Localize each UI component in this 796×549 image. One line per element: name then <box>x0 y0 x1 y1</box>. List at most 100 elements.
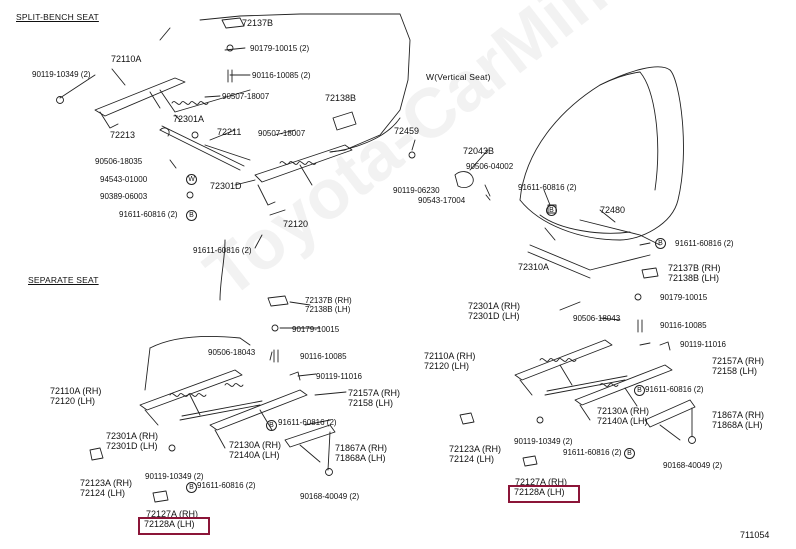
part-label[interactable]: 72138B <box>325 93 357 103</box>
part-label[interactable]: 90506-04002 <box>466 162 514 171</box>
part-label[interactable]: 72138B (LH) <box>668 273 720 283</box>
part-label[interactable]: 90506-18043 <box>573 314 621 323</box>
part-label[interactable]: 72137B <box>242 18 274 28</box>
part-label-group[interactable]: 72157A (RH) 72158 (LH) <box>348 388 400 408</box>
part-label[interactable]: 72211 <box>217 127 242 137</box>
part-label[interactable]: 72137B (RH) <box>668 263 721 273</box>
part-label[interactable]: 91611-60816 (2) <box>278 418 337 427</box>
part-label[interactable]: 90179-10015 (2) <box>250 44 310 53</box>
part-label[interactable]: 90119-10349 (2) <box>145 472 204 481</box>
part-label[interactable]: 90543-17004 <box>418 196 466 205</box>
highlight-box[interactable] <box>138 517 210 535</box>
part-label-group[interactable]: 72123A (RH) 72124 (LH) <box>449 444 501 464</box>
part-label[interactable]: 72158 (LH) <box>712 366 758 376</box>
part-label[interactable]: 90389-06003 <box>100 192 148 201</box>
part-label[interactable]: 72213 <box>110 130 136 140</box>
part-label[interactable]: 72130A (RH) <box>229 440 282 450</box>
part-label[interactable]: 90119-10349 (2) <box>514 437 573 446</box>
part-label[interactable]: 71867A (RH) <box>712 410 765 420</box>
figure-number: 711054 <box>740 530 770 540</box>
part-label[interactable]: 72310A <box>518 262 550 272</box>
part-label[interactable]: 90116-10085 <box>660 321 707 330</box>
b-mark-icon: B <box>655 238 666 249</box>
part-label[interactable]: 72124 (LH) <box>80 488 126 498</box>
part-label[interactable]: 72123A (RH) <box>449 444 502 454</box>
part-label[interactable]: 90116-10085 (2) <box>252 71 311 80</box>
section-title-vertical: W(Vertical Seat) <box>426 72 491 82</box>
part-label-group[interactable]: 72137B (RH) 72138B (LH) <box>305 296 352 314</box>
part-label[interactable]: 72120 (LH) <box>424 361 470 371</box>
part-label[interactable]: 72301A <box>173 114 205 124</box>
part-label[interactable]: 72110A (RH) <box>50 386 102 396</box>
part-label-group[interactable]: 72110A (RH) 72120 (LH) <box>424 351 475 371</box>
part-label[interactable]: 91611-60816 (2) <box>193 246 252 255</box>
part-label[interactable]: 72157A (RH) <box>712 356 765 366</box>
part-label-group[interactable]: 71867A (RH) 71868A (LH) <box>335 443 387 463</box>
part-label[interactable]: 90119-10349 (2) <box>32 70 91 79</box>
part-label[interactable]: 72137B (RH) <box>305 296 352 305</box>
part-label[interactable]: 72120 <box>283 219 309 229</box>
part-label[interactable]: 90119-06230 <box>393 186 440 195</box>
section-title-split-bench: SPLIT-BENCH SEAT <box>16 12 99 22</box>
part-label[interactable]: 72301D (LH) <box>468 311 520 321</box>
part-label[interactable]: 72130A (RH) <box>597 406 650 416</box>
part-label[interactable]: 72124 (LH) <box>449 454 495 464</box>
part-label-group[interactable]: 72137B (RH) 72138B (LH) <box>668 263 721 283</box>
part-label[interactable]: 90507-18007 <box>258 129 306 138</box>
part-label[interactable]: 91611-60816 (2) <box>645 385 704 394</box>
part-label[interactable]: 72138B (LH) <box>305 305 351 314</box>
part-label[interactable]: 90507-18007 <box>222 92 270 101</box>
part-label[interactable]: 72120 (LH) <box>50 396 96 406</box>
part-label[interactable]: 72301D (LH) <box>106 441 158 451</box>
part-label-group[interactable]: 72157A (RH) 72158 (LH) <box>712 356 764 376</box>
part-label-group[interactable]: 72130A (RH) 72140A (LH) <box>229 440 281 460</box>
part-label[interactable]: 90179-10015 <box>292 325 340 334</box>
part-label[interactable]: 91611-60816 (2) <box>197 481 256 490</box>
part-label-group[interactable]: 72123A (RH) 72124 (LH) <box>80 478 132 498</box>
b-mark-icon: B <box>634 385 645 396</box>
part-label[interactable]: 72301D <box>210 181 242 191</box>
part-label-group[interactable]: 71867A (RH) 71868A (LH) <box>712 410 764 430</box>
part-label-highlighted[interactable]: 72128A (LH) <box>144 519 195 529</box>
part-label-group[interactable]: 72301A (RH) 72301D (LH) <box>468 301 520 321</box>
part-label[interactable]: 72043B <box>463 146 495 156</box>
part-label-group[interactable]: 72110A (RH) 72120 (LH) <box>50 386 101 406</box>
part-label[interactable]: 71868A (LH) <box>712 420 763 430</box>
vertical-seat-drawing <box>408 66 696 467</box>
part-label[interactable]: 91611-60816 (2) <box>675 239 734 248</box>
part-label[interactable]: 72301A (RH) <box>106 431 159 441</box>
part-label[interactable]: 90119-11016 <box>680 340 726 349</box>
part-label[interactable]: 91611-60816 (2) <box>119 210 178 219</box>
part-label[interactable]: 72158 (LH) <box>348 398 394 408</box>
part-label[interactable]: 90179-10015 <box>660 293 708 302</box>
part-label[interactable]: 90506-18043 <box>208 348 256 357</box>
part-label[interactable]: 91611-60816 (2) <box>563 448 622 457</box>
part-label[interactable]: 72301A (RH) <box>468 301 521 311</box>
part-label[interactable]: 72110A (RH) <box>424 351 476 361</box>
part-label-group[interactable]: 72301A (RH) 72301D (LH) <box>106 431 158 451</box>
part-label-group[interactable]: 72130A (RH) 72140A (LH) <box>597 406 649 426</box>
part-label[interactable]: 72140A (LH) <box>229 450 280 460</box>
part-label[interactable]: 90168-40049 (2) <box>663 461 723 470</box>
part-label[interactable]: 71868A (LH) <box>335 453 386 463</box>
section-title-separate: SEPARATE SEAT <box>28 275 99 285</box>
highlight-box[interactable] <box>508 485 580 503</box>
part-label[interactable]: 90116-10085 <box>300 352 347 361</box>
part-label[interactable]: 72140A (LH) <box>597 416 648 426</box>
part-label[interactable]: 91611-60816 (2) <box>518 183 577 192</box>
part-label[interactable]: 90119-11016 <box>316 372 362 381</box>
part-label[interactable]: 72127A (RH) <box>515 477 568 487</box>
part-label[interactable]: 72127A (RH) <box>146 509 199 519</box>
b-mark-icon: B <box>624 448 635 459</box>
part-label[interactable]: 72157A (RH) <box>348 388 401 398</box>
part-label[interactable]: 94543-01000 <box>100 175 148 184</box>
part-label[interactable]: 72480 <box>600 205 626 215</box>
part-label[interactable]: 72110A <box>111 54 142 64</box>
part-label-highlighted[interactable]: 72128A (LH) <box>514 487 565 497</box>
part-label[interactable]: 90506-18035 <box>95 157 143 166</box>
part-label[interactable]: 72123A (RH) <box>80 478 133 488</box>
part-label[interactable]: 71867A (RH) <box>335 443 388 453</box>
part-label[interactable]: 90168-40049 (2) <box>300 492 360 501</box>
part-label[interactable]: 72459 <box>394 126 420 136</box>
